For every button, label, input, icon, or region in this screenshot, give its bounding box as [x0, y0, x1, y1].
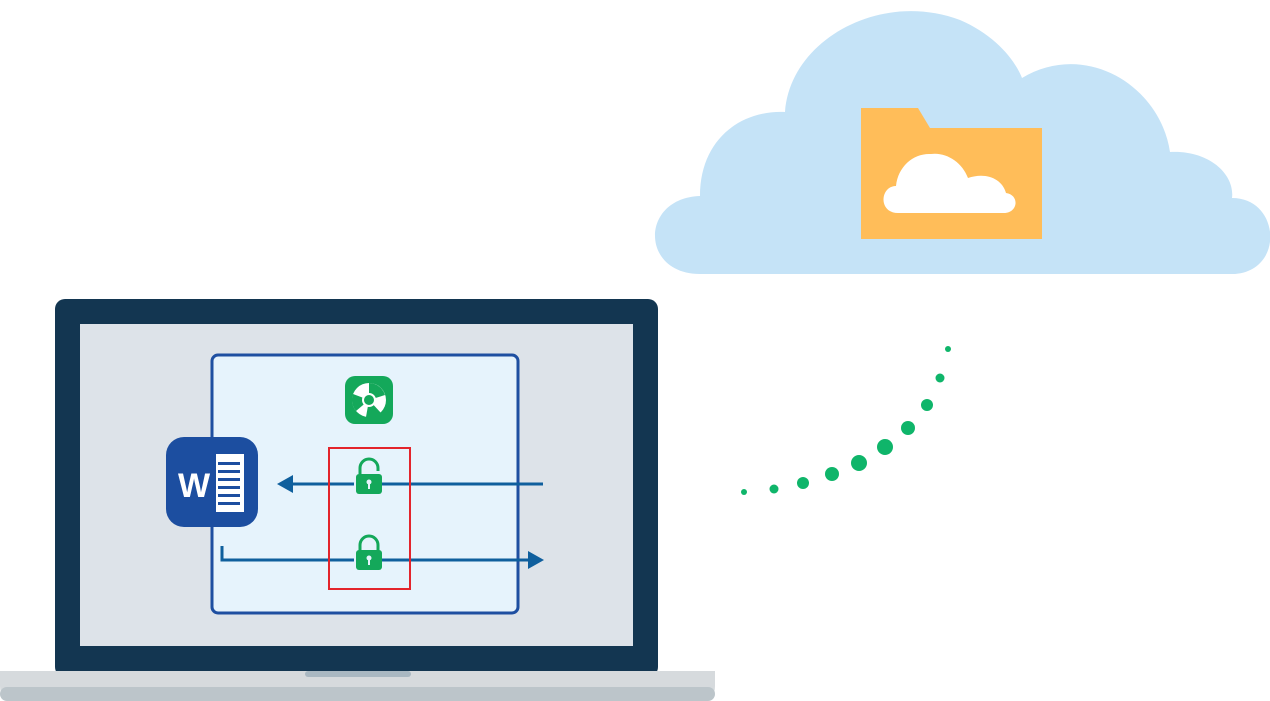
encryption-highlight-box — [328, 447, 411, 590]
incoming-arrow — [277, 475, 543, 493]
sync-dot — [921, 399, 933, 411]
laptop-base-shadow — [0, 687, 715, 701]
word-document-icon: W — [166, 437, 258, 527]
folder-icon — [861, 108, 1042, 239]
sync-dot — [935, 373, 945, 383]
laptop-notch — [305, 671, 411, 677]
sync-dot — [851, 455, 867, 471]
sync-dot — [797, 477, 809, 489]
sync-dot — [825, 467, 839, 481]
sync-dot — [769, 484, 779, 494]
sync-dot — [877, 439, 893, 455]
folder-cloud-icon — [883, 153, 1016, 213]
unlocked-padlock-icon — [354, 457, 382, 494]
outgoing-arrow — [220, 546, 544, 569]
sync-dot — [945, 346, 951, 352]
encryption-panel — [210, 353, 544, 615]
sync-dot — [741, 489, 747, 495]
sync-dot — [901, 421, 915, 435]
locked-padlock-icon — [354, 534, 382, 570]
cloud-storage — [655, 11, 1270, 274]
word-letter: W — [178, 467, 211, 505]
sync-connection-dots — [741, 346, 951, 495]
app-logo-icon — [345, 376, 393, 424]
